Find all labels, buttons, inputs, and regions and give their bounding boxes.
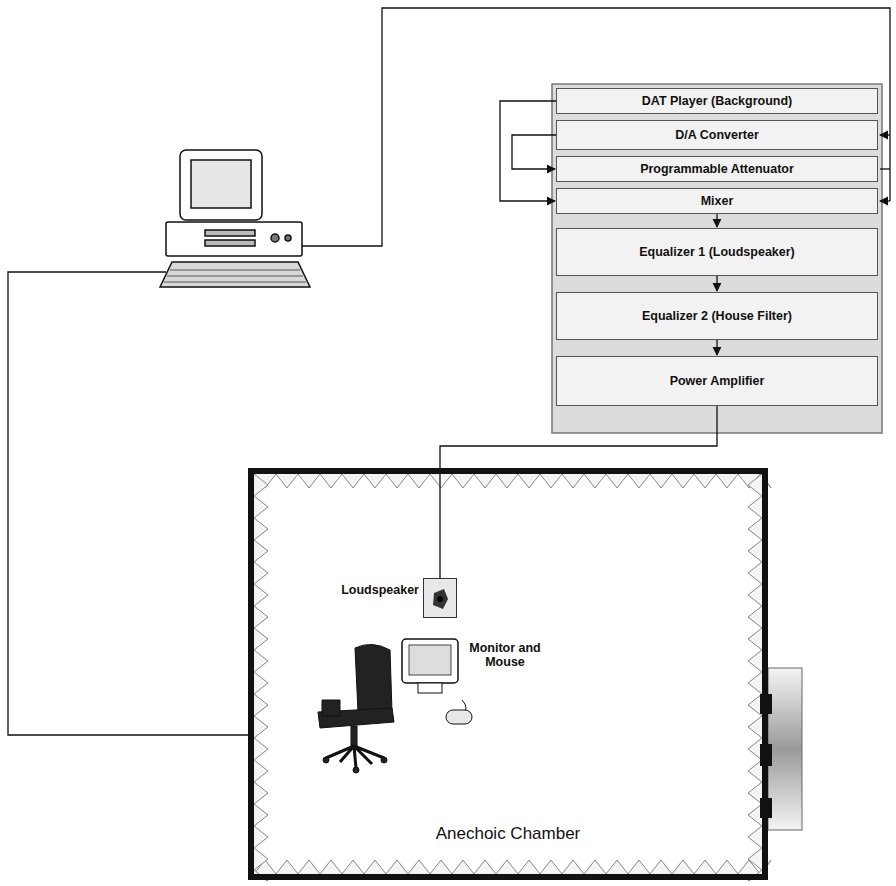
equipment-unit: Programmable Attenuator [556, 156, 878, 182]
equipment-rack [552, 84, 882, 433]
wedge-row [254, 860, 771, 874]
loudspeaker: Loudspeaker [423, 578, 457, 618]
signal-connector [716, 276, 717, 291]
speaker-cone [424, 579, 456, 617]
anechoic-chamber: Anechoic Chamber LoudspeakerMonitor and M… [248, 468, 768, 880]
unit-label: D/A Converter [675, 128, 759, 142]
signal-connector [500, 101, 556, 201]
signal-connector [716, 214, 717, 227]
anechoic-wedges [254, 474, 771, 881]
unit-label: Mixer [701, 194, 734, 208]
mouse-icon [446, 700, 472, 724]
unit-label: DAT Player (Background) [642, 94, 793, 108]
control-wire [8, 8, 890, 735]
equipment-unit: Equalizer 1 (Loudspeaker) [556, 228, 878, 276]
unit-label: Equalizer 1 (Loudspeaker) [639, 245, 795, 259]
wedge-row [748, 474, 762, 881]
unit-label: Equalizer 2 (House Filter) [642, 309, 792, 323]
signal-connector [512, 135, 556, 169]
equipment-unit: Power Amplifier [556, 356, 878, 406]
monitor: Monitor and Mouse [400, 637, 462, 697]
unit-label: Programmable Attenuator [640, 162, 794, 176]
equipment-unit: DAT Player (Background) [556, 88, 878, 114]
device-label: Monitor and Mouse [468, 641, 542, 669]
wedge-row [254, 474, 771, 488]
unit-label: Power Amplifier [670, 374, 765, 388]
computer-icon [160, 150, 310, 287]
equipment-unit: D/A Converter [556, 120, 878, 150]
signal-connector [440, 406, 717, 578]
room-label: Anechoic Chamber [254, 824, 762, 844]
equipment-unit: Mixer [556, 188, 878, 214]
wedge-row [254, 474, 268, 881]
signal-connector [716, 340, 717, 355]
device-label: Loudspeaker [340, 583, 420, 597]
equipment-unit: Equalizer 2 (House Filter) [556, 292, 878, 340]
monitor-icon [400, 637, 462, 697]
office-chair [318, 644, 394, 773]
